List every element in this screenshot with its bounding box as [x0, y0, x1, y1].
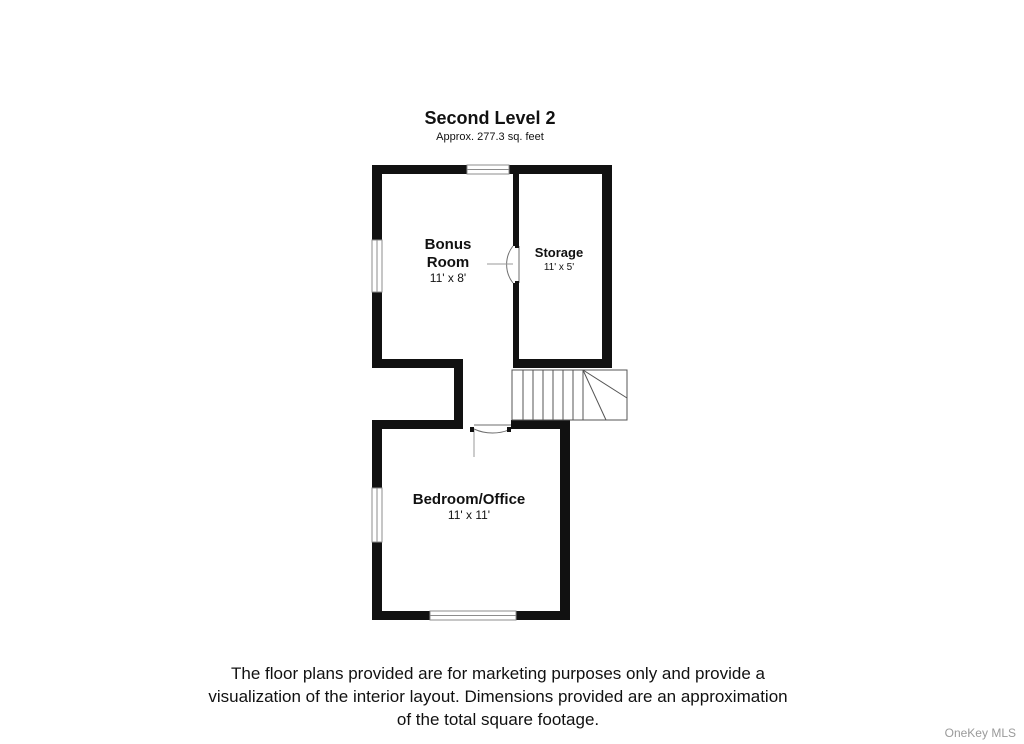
- wall-bonus-bottom: [372, 359, 463, 368]
- wall-storage-left-lower: [513, 283, 519, 368]
- wall-hall-left: [454, 359, 463, 429]
- walls: [372, 165, 612, 620]
- bedroom-office-name: Bedroom/Office: [413, 491, 526, 508]
- disclaimer-line: visualization of the interior layout. Di…: [208, 687, 788, 706]
- window-bedroom-bottom: [429, 610, 517, 621]
- disclaimer: The floor plans provided are for marketi…: [150, 662, 846, 731]
- window-top: [466, 164, 510, 175]
- window-bedroom-left: [371, 487, 383, 543]
- stairs-outline: [511, 369, 628, 421]
- stair-winder: [582, 369, 607, 421]
- window-bonus-left: [371, 239, 383, 293]
- bonus-room-dimensions: 11' x 8': [430, 271, 466, 285]
- windows: [371, 164, 517, 621]
- door-storage: [487, 245, 520, 284]
- bonus-room-name: Room: [427, 254, 470, 271]
- wall-storage-left-upper: [513, 165, 519, 246]
- jambs: [470, 243, 519, 432]
- plan-area: Approx. 277.3 sq. feet: [436, 131, 544, 143]
- stairs: [511, 369, 628, 421]
- wall-storage-right: [602, 165, 612, 368]
- storage-name: Storage: [535, 245, 583, 260]
- disclaimer-line: of the total square footage.: [396, 710, 600, 729]
- door-bedroom: [473, 424, 512, 457]
- bedroom-office-dimensions: 11' x 11': [448, 508, 490, 522]
- wall-storage-bottom: [513, 359, 612, 368]
- plan-title: Second Level 2: [424, 108, 556, 128]
- storage-dimensions: 11' x 5': [544, 262, 574, 273]
- watermark: OneKey MLS: [944, 726, 1016, 740]
- bonus-room-name: Bonus: [425, 236, 472, 253]
- wall-bedroom-top-left: [372, 420, 463, 429]
- wall-bedroom-top-right: [511, 420, 570, 429]
- stair-winder: [582, 369, 628, 399]
- disclaimer-line: The floor plans provided are for marketi…: [231, 664, 765, 683]
- wall-bedroom-right: [560, 420, 570, 620]
